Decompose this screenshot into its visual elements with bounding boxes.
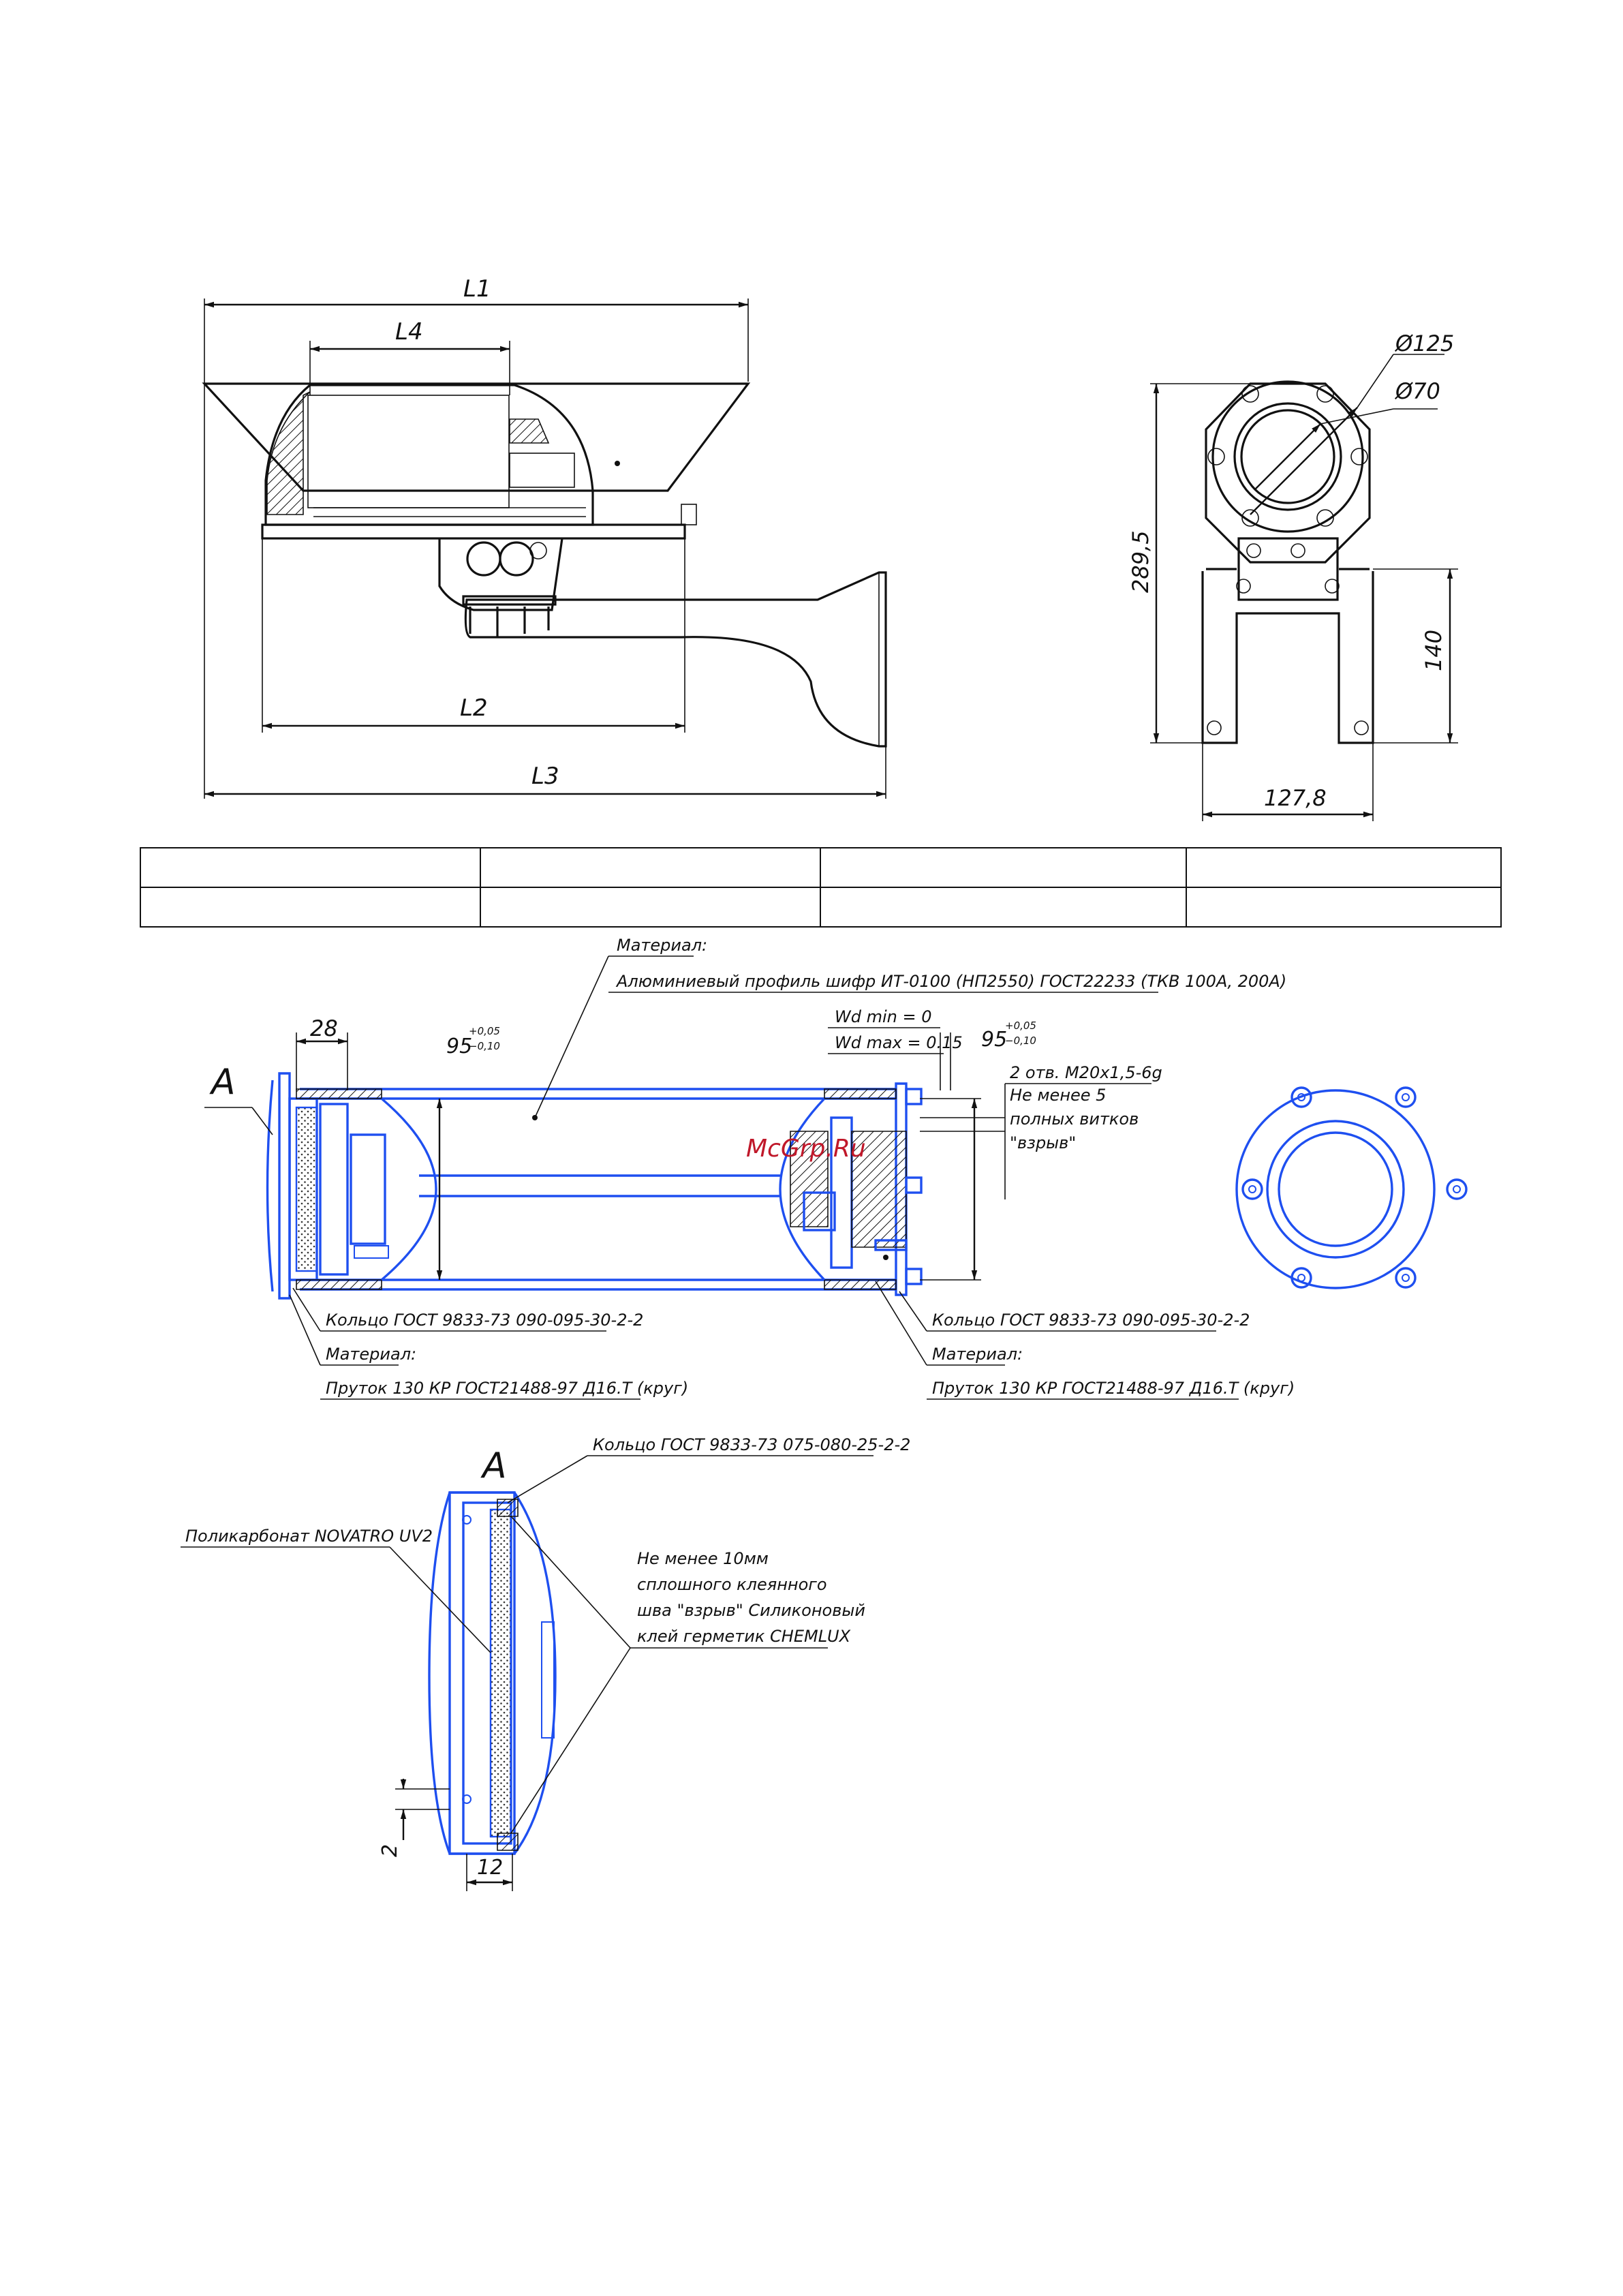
detail-note-4: клей герметик CHEMLUX <box>637 1627 851 1646</box>
table-row <box>140 887 1502 928</box>
detail-dim-12: 12 <box>477 1856 503 1880</box>
detail-note-3: шва "взрыв" Силиконовый <box>637 1601 865 1620</box>
material-left: Пруток 130 КР ГОСТ21488-97 Д16.Т (круг) <box>326 1379 688 1398</box>
table-cell <box>820 887 1187 928</box>
flange-view <box>1235 1086 1468 1289</box>
dim-95-right: 95 <box>981 1028 1007 1052</box>
dim-l3: L3 <box>531 763 559 790</box>
label-a: A <box>209 1062 236 1103</box>
table-cell <box>480 887 821 928</box>
table-cell <box>820 847 1187 888</box>
dim-d125: Ø125 <box>1394 331 1454 356</box>
spec-table <box>140 847 1502 928</box>
tol-right-upper: +0,05 <box>1005 1020 1036 1032</box>
dim-140: 140 <box>1421 630 1447 671</box>
side-view: L1 L4 L2 L3 <box>202 275 887 799</box>
table-cell <box>480 847 821 888</box>
thread-note-1: 2 отв. М20х1,5-6g <box>1010 1063 1162 1082</box>
material-right: Пруток 130 КР ГОСТ21488-97 Д16.Т (круг) <box>932 1379 1295 1398</box>
dim-l2: L2 <box>460 694 488 722</box>
detail-dim-2: 2 <box>378 1844 402 1857</box>
detail-poly: Поликарбонат NOVATRO UV2 <box>185 1527 433 1546</box>
detail-a: A Кольцо ГОСТ 9833-73 075-080-25-2-2 Пол… <box>181 1435 910 1891</box>
table-cell <box>140 847 481 888</box>
wd-max: Wd max = 0.15 <box>835 1033 963 1052</box>
dim-l1: L1 <box>463 275 491 303</box>
material-right-title: Материал: <box>932 1345 1023 1364</box>
table-cell <box>1186 847 1502 888</box>
material-left-title: Материал: <box>326 1345 416 1364</box>
tol-left-upper: +0,05 <box>469 1025 500 1037</box>
detail-note-2: сплошного клеянного <box>637 1575 827 1594</box>
table-cell <box>1186 887 1502 928</box>
thread-note-3: полных витков <box>1010 1109 1139 1129</box>
dim-28: 28 <box>310 1015 338 1041</box>
dim-l4: L4 <box>395 318 423 346</box>
ring-left: Кольцо ГОСТ 9833-73 090-095-30-2-2 <box>326 1311 643 1330</box>
watermark: McGrp.Ru <box>746 1135 866 1163</box>
dim-127-8: 127,8 <box>1264 785 1327 811</box>
tol-left-lower: −0,10 <box>469 1040 500 1052</box>
detail-ring: Кольцо ГОСТ 9833-73 075-080-25-2-2 <box>593 1435 910 1454</box>
wd-min: Wd min = 0 <box>835 1007 932 1026</box>
detail-label-a: A <box>480 1445 507 1486</box>
tol-right-lower: −0,10 <box>1005 1035 1036 1047</box>
table-cell <box>140 887 481 928</box>
thread-note-4: "взрыв" <box>1010 1133 1076 1152</box>
dim-95-left: 95 <box>446 1035 472 1058</box>
section-view: A 28 95 +0,05 −0,10 95 +0,05 −0,10 Wd mi… <box>204 936 1295 1400</box>
material-top-title: Материал: <box>617 936 707 955</box>
front-view: 289,5 140 127,8 Ø125 Ø70 <box>1128 331 1458 821</box>
thread-note-2: Не менее 5 <box>1010 1086 1106 1105</box>
ring-right: Кольцо ГОСТ 9833-73 090-095-30-2-2 <box>932 1311 1250 1330</box>
material-top: Алюминиевый профиль шифр ИТ-0100 (НП2550… <box>615 972 1286 991</box>
table-row <box>140 847 1502 888</box>
detail-note-1: Не менее 10мм <box>637 1549 769 1568</box>
dim-d70: Ø70 <box>1394 378 1440 404</box>
dim-289-5: 289,5 <box>1128 530 1154 593</box>
